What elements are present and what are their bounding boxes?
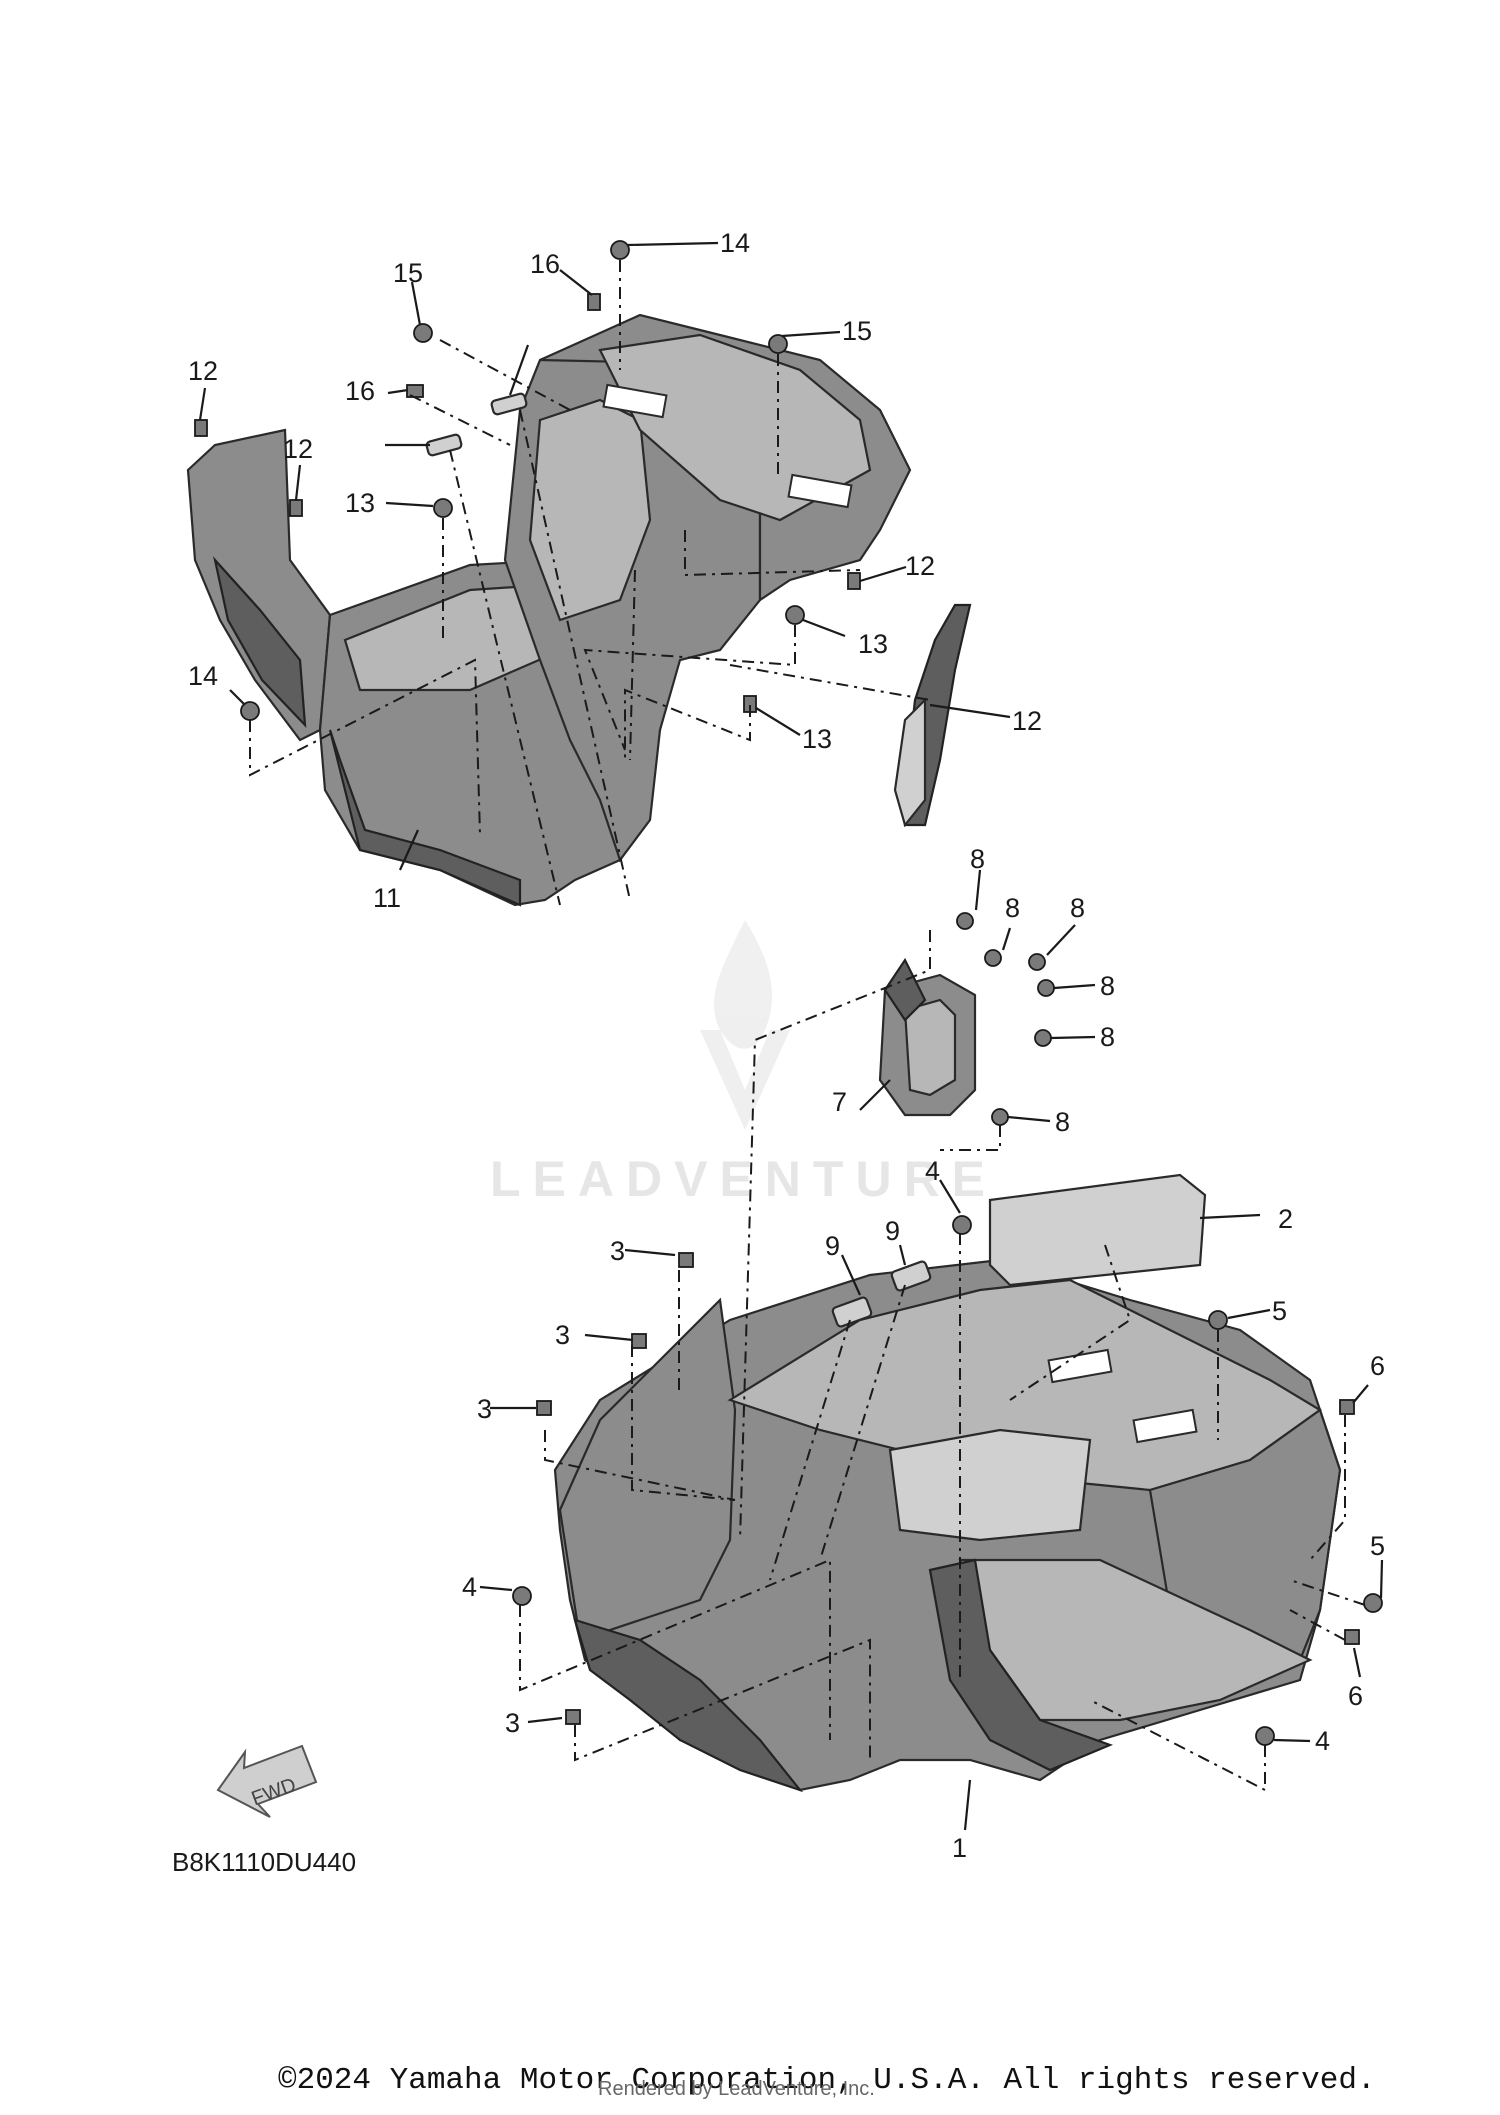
callout-13: 13 <box>858 629 888 659</box>
callout-3: 3 <box>505 1708 520 1738</box>
callout-13: 13 <box>345 488 375 518</box>
callout-13: 14 <box>188 661 218 691</box>
watermark-text: LEADVENTURE <box>490 1151 997 1207</box>
callout-2: 2 <box>1278 1204 1293 1234</box>
callout-10: 11 <box>373 883 401 913</box>
copyright-notice: ©2024 Yamaha Motor Corporation, U.S.A. A… <box>278 2063 1376 2098</box>
callout-5: 5 <box>1370 1531 1385 1561</box>
callout-6: 6 <box>1370 1351 1385 1381</box>
callout-4: 4 <box>925 1156 940 1186</box>
assembly-lines <box>249 260 1366 1792</box>
callout-4: 4 <box>462 1572 477 1602</box>
callout-14: 15 <box>842 316 872 346</box>
callout-3: 3 <box>610 1236 625 1266</box>
callout-3: 3 <box>477 1394 492 1424</box>
callout-8: 8 <box>1100 1022 1115 1052</box>
callout-8: 8 <box>1070 893 1085 923</box>
callout-7: 7 <box>832 1087 847 1117</box>
callout-1: 1 <box>952 1833 967 1863</box>
callout-6: 6 <box>1348 1681 1363 1711</box>
callout-9: 9 <box>885 1216 900 1246</box>
callout-9: 9 <box>825 1231 840 1261</box>
fasteners <box>194 240 1383 1746</box>
callout-15: 16 <box>530 249 560 279</box>
rear-panel-part-11 <box>893 603 972 828</box>
callout-3: 3 <box>555 1320 570 1350</box>
callout-14: 14 <box>720 228 750 258</box>
callout-8: 8 <box>1100 971 1115 1001</box>
callout-labels: 14 15 15 16 16 12 12 13 12 13 14 13 12 1… <box>188 228 1385 1863</box>
callout-11: 12 <box>1012 706 1042 736</box>
callout-15: 16 <box>345 376 375 406</box>
callout-8: 8 <box>1005 893 1020 923</box>
callout-5: 5 <box>1272 1296 1287 1326</box>
callout-12: 13 <box>802 724 832 754</box>
fwd-arrow: FWD <box>216 1744 318 1818</box>
callout-8: 8 <box>1055 1107 1070 1137</box>
callout-8: 8 <box>970 844 985 874</box>
callout-12: 12 <box>283 434 313 464</box>
watermark-logo <box>700 920 790 1130</box>
lower-floor-panel <box>553 1173 1342 1793</box>
callout-4: 4 <box>1315 1726 1330 1756</box>
callout-12: 12 <box>905 551 935 581</box>
callout-14: 15 <box>393 258 423 288</box>
callout-12: 12 <box>188 356 218 386</box>
rendered-by-notice: Rendered by LeadVenture, Inc. <box>598 2078 875 2100</box>
diagram-code: B8K1110DU440 <box>172 1847 357 1877</box>
upper-floor-panel <box>186 313 912 907</box>
leader-lines <box>198 241 1384 1831</box>
bracket-part-7 <box>878 957 977 1117</box>
